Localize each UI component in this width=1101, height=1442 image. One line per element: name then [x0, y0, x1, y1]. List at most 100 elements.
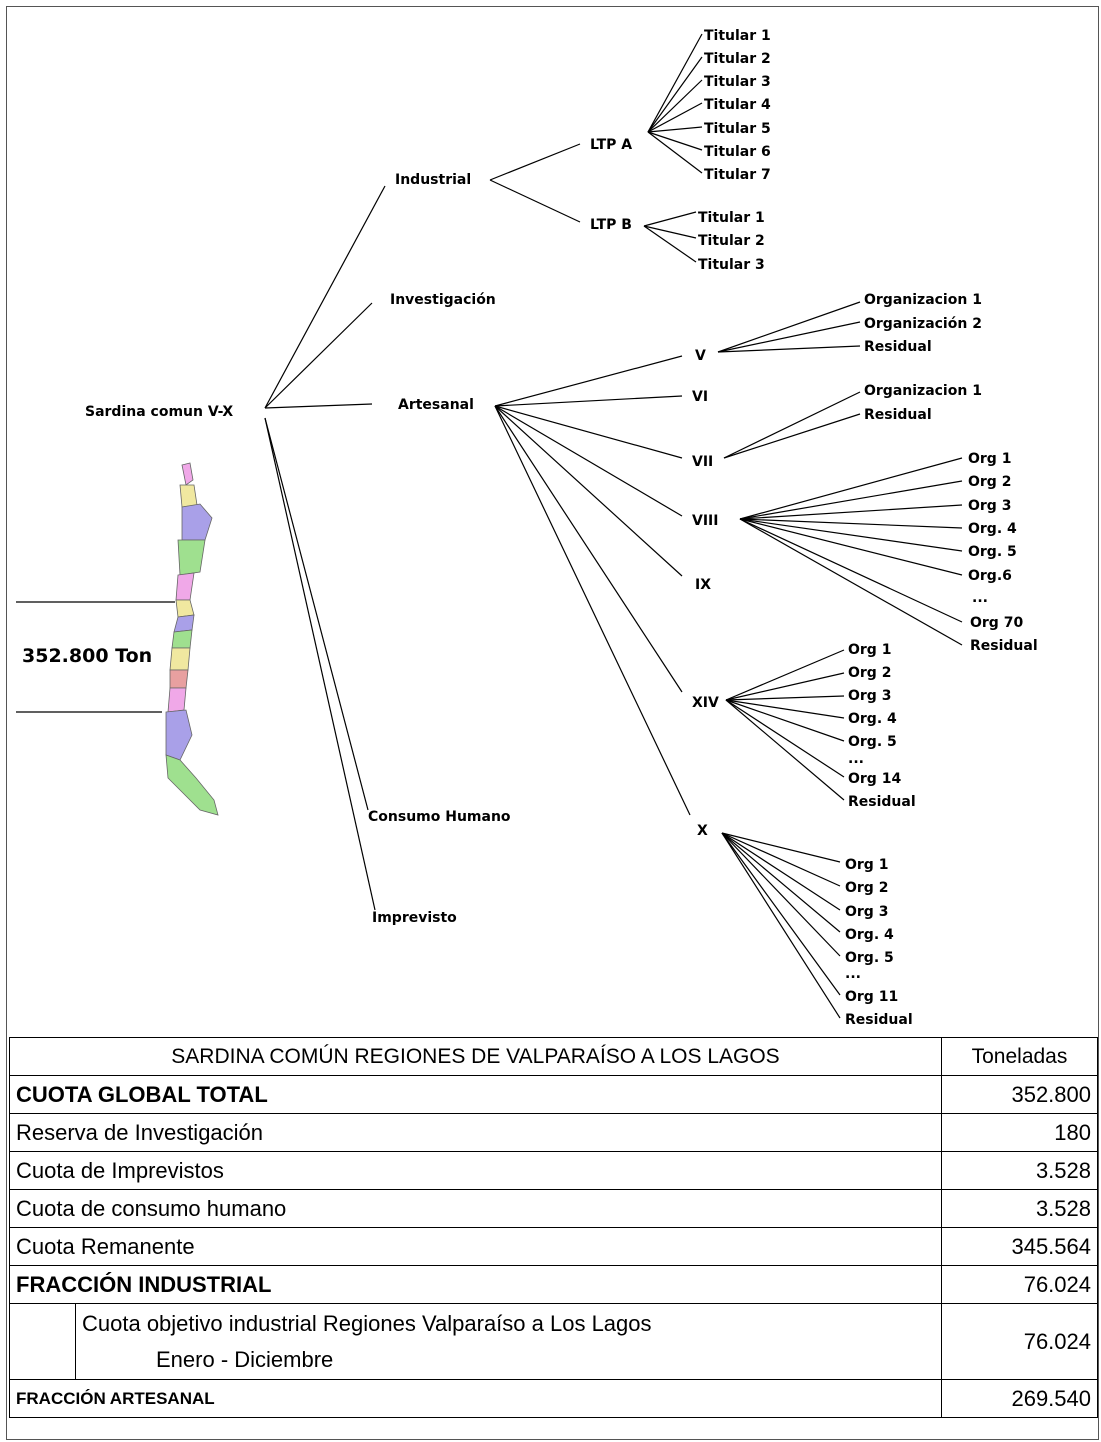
edge — [723, 413, 861, 459]
edge — [721, 832, 841, 1019]
org-label: Org.6 — [968, 568, 1012, 584]
ltp-b-titular: Titular 3 — [698, 257, 765, 273]
region-xiv-children: Org 1 Org 2 Org 3 Org. 4 Org. 5 ... Org … — [725, 642, 916, 810]
org-label: Org 14 — [848, 771, 901, 787]
org-label: Residual — [845, 1012, 913, 1028]
org-label: Org. 5 — [848, 734, 897, 750]
org-label: Org 1 — [848, 642, 891, 658]
edge — [717, 345, 861, 353]
ltp-b-titular: Titular 1 — [698, 210, 765, 226]
edge — [725, 699, 845, 742]
region-x: X — [697, 823, 708, 839]
edge — [264, 302, 373, 409]
region-viii: VIII — [692, 513, 718, 529]
edge — [494, 405, 683, 459]
edge — [647, 33, 703, 133]
ltp-a-titular: Titular 3 — [704, 74, 771, 90]
edge — [739, 518, 963, 646]
org-label: Org. 4 — [848, 711, 897, 727]
edge — [494, 405, 683, 693]
edge — [721, 832, 841, 933]
ltp-b-label: LTP B — [590, 217, 632, 233]
region-v: V — [695, 348, 706, 364]
table-row: FRACCIÓN ARTESANAL 269.540 — [9, 1379, 1098, 1418]
org-label: Org 3 — [848, 688, 891, 704]
map-region — [181, 462, 194, 486]
map-region — [165, 709, 193, 761]
edge — [494, 405, 683, 577]
edge — [647, 126, 703, 133]
org-label: Organizacion 1 — [864, 292, 982, 308]
org-label: Org 11 — [845, 989, 898, 1005]
edge — [717, 301, 861, 353]
edge — [725, 649, 845, 701]
map-region — [177, 539, 206, 576]
table-row: Cuota Remanente 345.564 — [9, 1227, 1098, 1266]
edge — [717, 321, 861, 353]
edge — [739, 518, 963, 529]
edge — [725, 699, 845, 778]
org-label: Org 3 — [968, 498, 1011, 514]
row-value: 3.528 — [941, 1189, 1098, 1228]
edge — [721, 832, 841, 996]
table-header: SARDINA COMÚN REGIONES DE VALPARAÍSO A L… — [9, 1037, 1098, 1076]
edge — [264, 403, 373, 409]
row-value: 180 — [941, 1113, 1098, 1152]
edge — [643, 225, 697, 263]
map-region — [175, 599, 195, 618]
ltp-a-titular: Titular 2 — [704, 51, 771, 67]
map-region — [169, 669, 189, 689]
map-region — [181, 503, 213, 541]
table-row-objective: Cuota objetivo industrial Regiones Valpa… — [9, 1303, 1098, 1380]
org-label: Residual — [970, 638, 1038, 654]
edge — [725, 699, 845, 801]
row-label: CUOTA GLOBAL TOTAL — [9, 1075, 942, 1114]
edge — [739, 518, 963, 576]
row-value: 76.024 — [941, 1303, 1098, 1380]
edge — [494, 355, 683, 407]
table-row: Cuota de Imprevistos 3.528 — [9, 1151, 1098, 1190]
edge — [721, 832, 841, 957]
total-tonnage: 352.800 Ton — [22, 645, 152, 667]
ltp-b-titular: Titular 2 — [698, 233, 765, 249]
edge — [725, 699, 845, 719]
table-row: Cuota de consumo humano 3.528 — [9, 1189, 1098, 1228]
map-region — [179, 484, 198, 508]
edge — [264, 417, 369, 811]
edge — [739, 480, 963, 520]
row-label: Reserva de Investigación — [9, 1113, 942, 1152]
org-label: Residual — [864, 339, 932, 355]
row-label: Cuota de consumo humano — [9, 1189, 942, 1228]
row-label: Cuota Remanente — [9, 1227, 942, 1266]
edge — [647, 131, 703, 151]
indent-cell — [9, 1303, 76, 1380]
region-vii-children: Organizacion 1 Residual — [723, 383, 982, 459]
row-value: 269.540 — [941, 1379, 1098, 1418]
edge — [489, 179, 581, 223]
edge — [725, 695, 845, 701]
page-frame — [6, 6, 1099, 1440]
region-viii-children: Org 1 Org 2 Org 3 Org. 4 Org. 5 Org.6 ..… — [739, 451, 1038, 654]
objective-cell: Cuota objetivo industrial Regiones Valpa… — [75, 1303, 942, 1380]
org-label: Org 1 — [845, 857, 888, 873]
edge — [643, 225, 697, 239]
edge — [647, 131, 703, 174]
consumo-label: Consumo Humano — [368, 809, 511, 825]
edge — [647, 56, 703, 133]
org-label: Residual — [848, 794, 916, 810]
ltp-a-titular: Titular 6 — [704, 144, 771, 160]
edge — [647, 102, 703, 133]
map-region — [175, 572, 195, 601]
org-label: Org. 4 — [845, 927, 894, 943]
region-vi: VI — [692, 389, 708, 405]
region-vii: VII — [692, 454, 713, 470]
edge — [739, 504, 963, 520]
ltp-a-children: Titular 1 Titular 2 Titular 3 Titular 4 … — [647, 28, 771, 183]
edge — [721, 832, 841, 887]
quota-table: SARDINA COMÚN REGIONES DE VALPARAÍSO A L… — [9, 1037, 1098, 1418]
region-xiv: XIV — [692, 695, 719, 711]
table-row: CUOTA GLOBAL TOTAL 352.800 — [9, 1075, 1098, 1114]
org-label: Organizacion 1 — [864, 383, 982, 399]
row-label: FRACCIÓN ARTESANAL — [9, 1379, 942, 1418]
edge — [494, 405, 683, 517]
